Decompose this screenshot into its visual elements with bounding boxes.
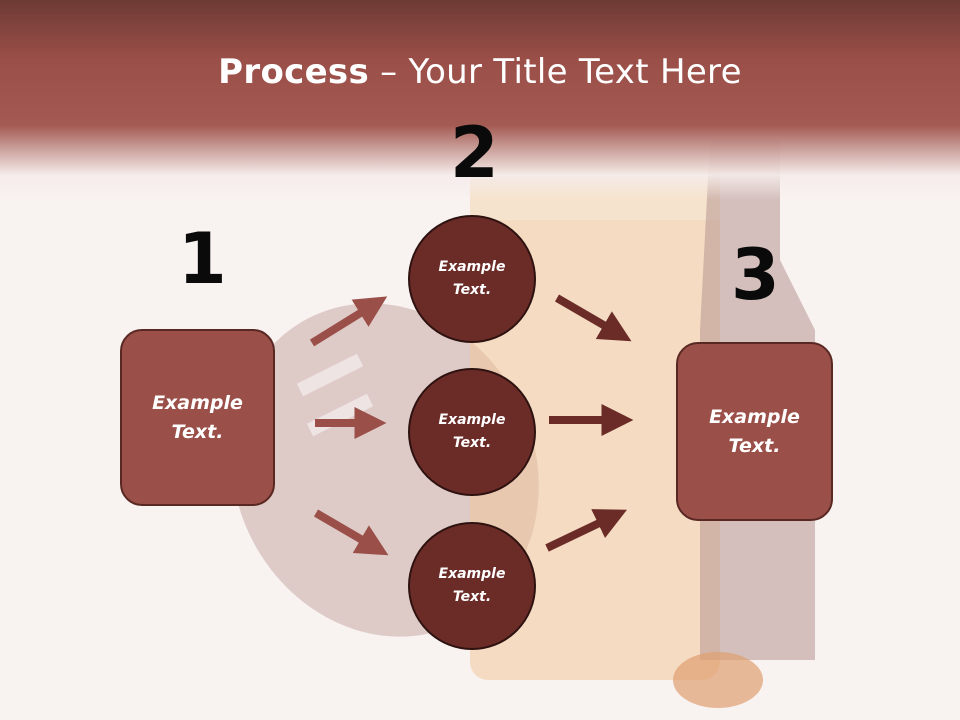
circle-node-bottom: Example Text.: [408, 522, 536, 650]
title-banner: [0, 0, 960, 200]
right-process-box: Example Text.: [676, 342, 833, 521]
circle-node-middle: Example Text.: [408, 368, 536, 496]
circle-top-text: Example Text.: [438, 259, 506, 298]
arrow-top-to-right: [554, 294, 632, 342]
arrow-left-to-bottom: [313, 509, 389, 556]
circle-middle-text: Example Text.: [438, 412, 506, 451]
step-number-2: 2: [450, 112, 499, 194]
right-box-text: Example Text.: [709, 405, 800, 457]
step-number-1: 1: [178, 218, 227, 300]
bottle-cap-shape: [673, 652, 763, 708]
circle-bottom-text: Example Text.: [438, 566, 506, 605]
arrow-bottom-to-right: [545, 509, 627, 552]
step-number-3: 3: [731, 234, 780, 316]
title-bold-part: Process: [218, 52, 370, 92]
title-rest-part: – Your Title Text Here: [369, 52, 742, 92]
circle-node-top: Example Text.: [408, 215, 536, 343]
arrow-left-to-top: [309, 296, 388, 347]
left-box-text: Example Text.: [152, 391, 243, 443]
left-process-box: Example Text.: [120, 329, 275, 506]
slide-title: Process – Your Title Text Here: [0, 52, 960, 92]
